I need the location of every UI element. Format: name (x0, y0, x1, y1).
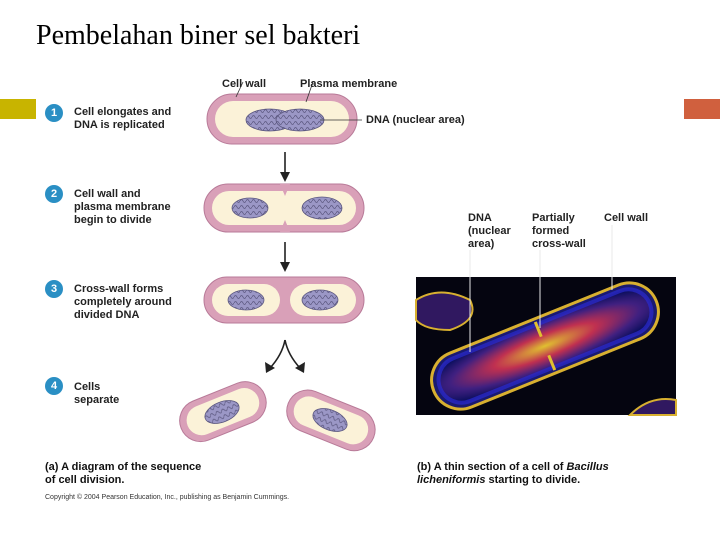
dna-mass (301, 289, 339, 311)
step-4-badge: 4 (45, 377, 63, 395)
micrograph-label-cross-wall: Partially formed cross-wall (532, 212, 586, 250)
arrow-down (280, 242, 290, 272)
caption-b-genus: Bacillus (566, 461, 609, 473)
step-2-text: Cell wall and plasma membrane begin to d… (74, 188, 171, 226)
cell-step-2 (203, 183, 365, 233)
caption-a-line1: (a) A diagram of the sequence (45, 461, 202, 473)
label-cell-wall: Cell wall (222, 78, 267, 90)
left-accent-bar (0, 99, 36, 119)
micrograph-bacillus (415, 277, 677, 416)
caption-a-line2: of cell division. (45, 474, 125, 486)
caption-b: (b) A thin section of a cell of Bacillus… (417, 461, 657, 487)
caption-b-prefix: (b) A thin section of a cell of (417, 461, 567, 473)
step-1-text: Cell elongates and DNA is replicated (74, 106, 172, 131)
cell-step-3 (203, 276, 365, 324)
step-1-badge: 1 (45, 104, 63, 122)
split-arrows (265, 339, 305, 373)
cell-step-4-left (179, 381, 267, 443)
dna-mass (312, 408, 348, 432)
micrograph-label-cell-wall: Cell wall (604, 212, 649, 224)
step-3-text: Cross-wall forms completely around divid… (74, 283, 172, 321)
copyright-notice: Copyright © 2004 Pearson Education, Inc.… (45, 494, 290, 501)
caption-a: (a) A diagram of the sequence of cell di… (45, 461, 201, 487)
step-3-badge: 3 (45, 280, 63, 298)
step-2-badge: 2 (45, 185, 63, 203)
caption-b-suffix: starting to divide. (485, 474, 581, 486)
dna-mass (301, 196, 343, 220)
dna-mass (204, 400, 240, 424)
cell-step-1 (206, 93, 358, 145)
label-plasma-membrane: Plasma membrane (300, 78, 398, 90)
slide-title: Pembelahan biner sel bakteri (36, 20, 361, 51)
label-dna: DNA (nuclear area) (366, 114, 465, 126)
step-4-text: Cells separate (74, 381, 120, 406)
dna-mass (231, 197, 269, 219)
dna-mass (227, 289, 265, 311)
caption-b-epithet: licheniformis (417, 474, 486, 486)
cell-step-4-right (286, 389, 376, 452)
arrow-down (280, 152, 290, 182)
micrograph-label-dna: DNA (nuclear area) (468, 212, 511, 250)
right-accent-bar (684, 99, 720, 119)
dna-mass (275, 108, 325, 132)
